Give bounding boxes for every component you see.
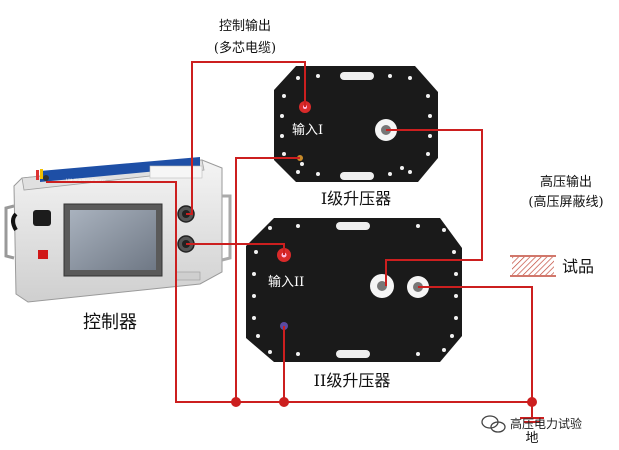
label-test-object: 试品 — [562, 257, 594, 276]
wire-control-to-input-1 — [186, 61, 306, 215]
wire-junctions — [231, 397, 537, 407]
transformer-2 — [246, 218, 462, 362]
power-socket — [33, 210, 51, 226]
watermark-text: 高压电力试验 — [510, 416, 582, 431]
wire-controller-ground — [46, 181, 236, 403]
ground-symbol — [520, 417, 544, 423]
controller-blue-band — [40, 157, 200, 182]
transformer-2-handle — [336, 222, 370, 230]
wire-hv-output — [418, 286, 533, 402]
wechat-icon — [481, 415, 506, 433]
power-switch — [38, 250, 48, 259]
label-ground: 地 — [525, 431, 538, 446]
test-object-hatch — [512, 257, 554, 275]
wire-t1-ground — [235, 157, 300, 402]
touch-screen — [70, 210, 156, 270]
label-input-2: 输入II — [268, 274, 304, 290]
watermark: 高压电力试验 — [481, 415, 582, 433]
label-transformer-2: II级升压器 — [314, 371, 391, 390]
wire-hv-t1-to-t2 — [385, 129, 483, 286]
wiring — [46, 61, 533, 418]
label-input-1: 输入I — [292, 122, 323, 138]
label-hv-output: 高压输出 — [540, 174, 592, 190]
transformer-1-bolts — [280, 74, 432, 176]
transformer-1-handle — [340, 72, 374, 80]
wire-control-to-input-2 — [186, 243, 285, 255]
transformer-1 — [274, 66, 438, 182]
transformer-2-bolts — [252, 224, 458, 356]
device-panel-text: LJH-超高频局放测试仪 — [66, 177, 106, 183]
controller-device: LJH-超高频局放测试仪 — [4, 157, 232, 303]
label-control-output-sub: (多芯电缆) — [214, 40, 276, 56]
label-control-output: 控制输出 — [219, 18, 271, 34]
label-transformer-1: I级升压器 — [321, 189, 391, 208]
label-hv-output-sub: (高压屏蔽线) — [528, 194, 603, 210]
label-controller: 控制器 — [83, 312, 137, 333]
